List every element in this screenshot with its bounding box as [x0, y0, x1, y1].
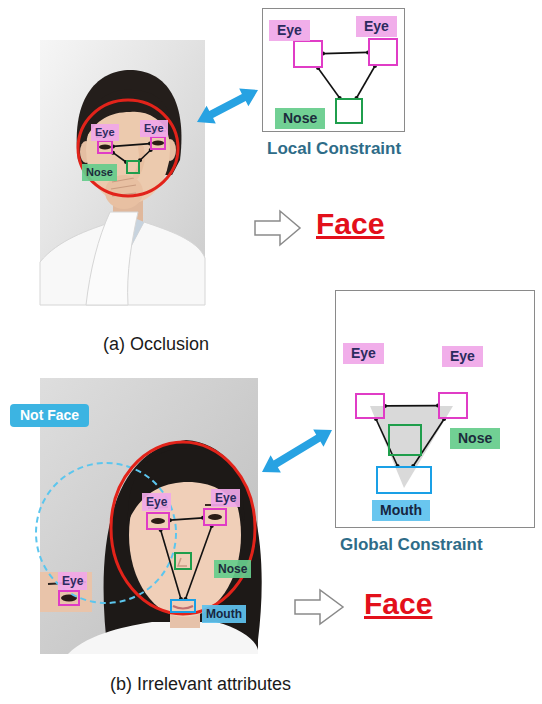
feature-box: Eye [58, 590, 80, 606]
constraint-line [113, 144, 150, 147]
feature-box: Nose [335, 98, 363, 124]
result-arrow [295, 590, 343, 624]
feature-tag: Nose [214, 560, 251, 578]
photo-occlusion [40, 40, 205, 305]
panel-title: Local Constraint [267, 139, 401, 159]
photo-irrelevant-part [151, 518, 165, 524]
feature-tag: Eye [442, 346, 483, 367]
non-face-region [36, 463, 176, 603]
subfigure-caption: (a) Occlusion [103, 334, 209, 356]
feature-box: Eye [146, 512, 170, 530]
constraint-line [113, 153, 126, 162]
result-label: Face [316, 206, 384, 242]
constraint-line [140, 150, 151, 160]
feature-tag: Eye [343, 343, 384, 364]
constraint-line [186, 526, 212, 599]
panel-title: Global Constraint [340, 535, 483, 555]
constraint-line [318, 68, 340, 98]
feature-box: Mouth [170, 599, 196, 613]
photo-irrelevant-part [40, 572, 92, 612]
result-arrow [255, 211, 300, 245]
feature-tag: Eye [140, 120, 168, 137]
constraint-panel: Local ConstraintEyeEyeNose [262, 8, 405, 132]
feature-box: Eye [203, 508, 227, 526]
photo-occlusion-part [99, 145, 111, 150]
double-arrow [197, 89, 258, 124]
feature-box: Nose [388, 424, 422, 456]
region-label: Not Face [20, 407, 79, 424]
feature-tag: Mouth [372, 500, 430, 521]
photo-occlusion-part [86, 212, 138, 305]
photo-irrelevant-part [104, 440, 262, 654]
photo-occlusion-part [40, 40, 205, 305]
face-region-outline [78, 100, 178, 196]
constraint-line [376, 419, 398, 466]
feature-box: Mouth [376, 466, 432, 494]
feature-tag: Eye [211, 489, 240, 507]
feature-box: Eye [438, 392, 468, 419]
feature-tag: Mouth [202, 605, 246, 623]
feature-box: Nose [126, 160, 140, 174]
feature-box: Eye [368, 38, 398, 66]
constraint-line [161, 530, 181, 599]
photo-irrelevant-part [68, 622, 258, 654]
photo-irrelevant-part [173, 606, 193, 609]
constraint-panel: Global ConstraintEyeEyeNoseMouth [335, 290, 535, 528]
feature-box: Eye [355, 393, 385, 419]
constraint-line [356, 66, 374, 98]
feature-tag: Eye [269, 20, 310, 41]
feature-tag: Nose [275, 108, 325, 129]
feature-tag: Eye [142, 493, 171, 511]
photo-occlusion-part [152, 141, 164, 146]
result-label: Face [364, 586, 432, 622]
feature-tag: Nose [82, 164, 117, 181]
subfigure-caption: (b) Irrelevant attributes [110, 674, 291, 696]
face-region-outline [111, 442, 255, 614]
feature-box: Eye [150, 136, 166, 150]
constraint-line [385, 405, 438, 407]
feature-box: Eye [97, 140, 113, 154]
feature-tag: Eye [58, 572, 87, 590]
region-tag: Not Face [10, 404, 89, 427]
feature-tag: Eye [91, 124, 119, 141]
constraint-line [170, 518, 203, 520]
feature-tag: Eye [356, 16, 397, 37]
feature-box: Eye [293, 40, 323, 68]
feature-tag: Nose [450, 428, 500, 449]
feature-box: Nose [174, 552, 192, 570]
double-arrow [262, 430, 332, 473]
constraint-line [323, 52, 368, 53]
photo-irrelevant-part [208, 514, 222, 520]
photo-irrelevant-part [178, 558, 187, 566]
constraint-line [413, 419, 444, 466]
